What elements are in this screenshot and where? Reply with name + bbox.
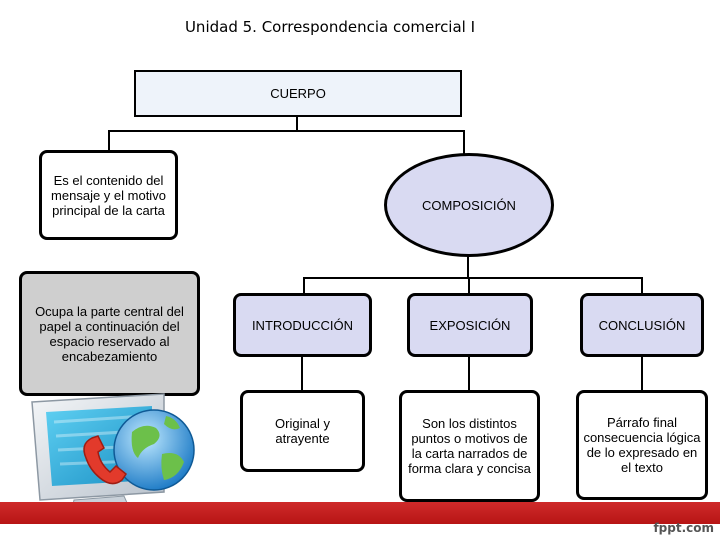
connector-drop-conclusion <box>641 277 643 294</box>
connector-drop-introduccion <box>303 277 305 294</box>
node-exposicion-desc: Son los distintos puntos o motivos de la… <box>399 390 540 502</box>
node-exposicion-label: EXPOSICIÓN <box>430 318 511 333</box>
node-introduccion-desc-label: Original y atrayente <box>247 416 358 446</box>
connector-expo-desc <box>468 356 470 392</box>
node-cuerpo-label: CUERPO <box>270 86 326 101</box>
connector-left-drop <box>108 130 110 151</box>
connector-top-horizontal <box>108 130 465 132</box>
node-ubicacion: Ocupa la parte central del papel a conti… <box>19 271 200 396</box>
connector-concl-desc <box>641 356 643 392</box>
node-conclusion-desc-label: Párrafo final consecuencia lógica de lo … <box>583 415 701 475</box>
connector-mid-stem <box>467 256 469 278</box>
node-composicion: COMPOSICIÓN <box>384 153 554 257</box>
node-introduccion: INTRODUCCIÓN <box>233 293 372 357</box>
node-ubicacion-label: Ocupa la parte central del papel a conti… <box>26 304 193 364</box>
footer-brand: fppt.com <box>653 521 714 535</box>
node-definicion-label: Es el contenido del mensaje y el motivo … <box>46 173 171 218</box>
node-conclusion: CONCLUSIÓN <box>580 293 704 357</box>
connector-mid-horizontal <box>303 277 643 279</box>
footer-bar <box>0 502 720 524</box>
node-introduccion-label: INTRODUCCIÓN <box>252 318 353 333</box>
node-composicion-label: COMPOSICIÓN <box>422 198 516 213</box>
node-cuerpo: CUERPO <box>134 70 462 117</box>
node-exposicion: EXPOSICIÓN <box>407 293 533 357</box>
node-exposicion-desc-label: Son los distintos puntos o motivos de la… <box>406 416 533 476</box>
connector-drop-exposicion <box>468 277 470 294</box>
node-definicion: Es el contenido del mensaje y el motivo … <box>39 150 178 240</box>
node-conclusion-label: CONCLUSIÓN <box>599 318 686 333</box>
node-conclusion-desc: Párrafo final consecuencia lógica de lo … <box>576 390 708 500</box>
globe-icon <box>114 410 194 490</box>
footer-strip <box>0 527 720 540</box>
connector-right-drop <box>463 130 465 154</box>
connector-intro-desc <box>301 356 303 392</box>
page-title: Unidad 5. Correspondencia comercial I <box>0 18 660 36</box>
node-introduccion-desc: Original y atrayente <box>240 390 365 472</box>
